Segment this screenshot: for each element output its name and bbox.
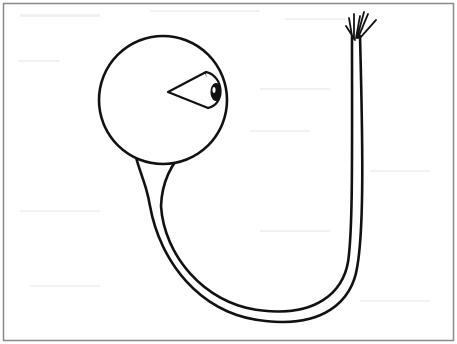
eye-pupil [211, 83, 222, 101]
eye-highlight [212, 87, 215, 93]
